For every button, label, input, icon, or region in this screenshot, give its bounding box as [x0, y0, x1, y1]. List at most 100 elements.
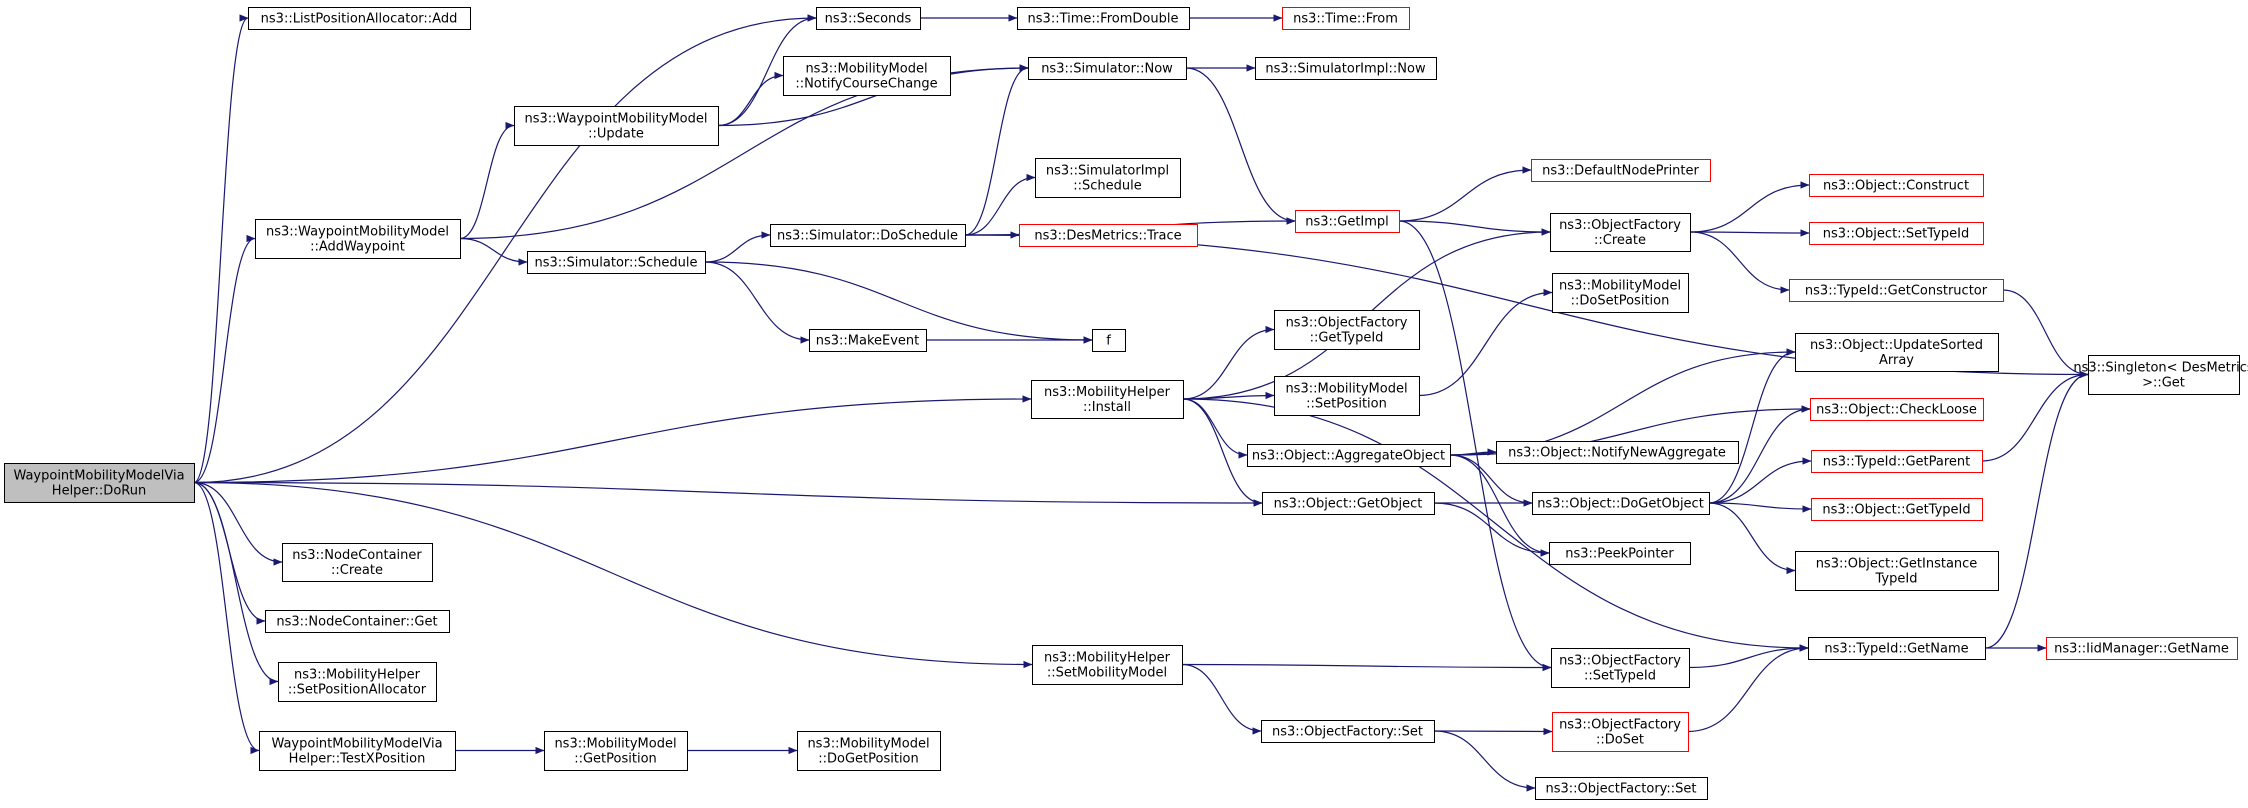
node-box	[1810, 398, 1984, 421]
node-label-line: ns3::MobilityModel	[805, 62, 927, 77]
node-box	[809, 329, 927, 352]
node-singleton-get[interactable]: ns3::Singleton< DesMetrics >::Get	[2073, 355, 2248, 395]
node-testx[interactable]: WaypointMobilityModelViaHelper::TestXPos…	[259, 731, 456, 771]
node-typeid-getparent[interactable]: ns3::TypeId::GetParent	[1811, 450, 1983, 473]
node-mm-getposition[interactable]: ns3::MobilityModel::GetPosition	[544, 731, 688, 771]
node-label-line: ns3::Object::GetTypeId	[1822, 503, 1970, 518]
node-wmm-update[interactable]: ns3::WaypointMobilityModel::Update	[514, 106, 719, 146]
node-label-line: ns3::TypeId::GetName	[1824, 642, 1968, 657]
node-label-line: ns3::Object::Construct	[1823, 179, 1969, 194]
node-of-settypeid[interactable]: ns3::ObjectFactory::SetTypeId	[1551, 648, 1690, 688]
node-obj-checkloose[interactable]: ns3::Object::CheckLoose	[1810, 398, 1984, 421]
node-label-line: ns3::MobilityHelper	[1044, 385, 1171, 400]
node-sim-schedule[interactable]: ns3::Simulator::Schedule	[527, 251, 706, 274]
edge-obj_aggregate-to-obj_updatesorted	[1449, 348, 1796, 456]
edge-line	[1708, 348, 1796, 504]
edge-obj_dogetobject-to-obj_gettypeid	[1708, 502, 1812, 513]
node-obj-getobject[interactable]: ns3::Object::GetObject	[1262, 492, 1435, 515]
node-label-line: ns3::Simulator::DoSchedule	[777, 229, 958, 244]
node-mm-notify[interactable]: ns3::MobilityModel::NotifyCourseChange	[783, 56, 951, 96]
node-lpa-add[interactable]: ns3::ListPositionAllocator::Add	[248, 7, 471, 30]
edge-getimpl-to-defaultnodeprinter	[1398, 166, 1532, 222]
edge-getimpl-to-of_create	[1398, 220, 1551, 236]
edge-obj_dogetobject-to-obj_getinstancetypeid	[1708, 502, 1796, 575]
edge-line	[1182, 325, 1275, 400]
node-label-line: ns3::ObjectFactory::Set	[1272, 725, 1423, 740]
node-nc-create[interactable]: ns3::NodeContainer::Create	[282, 543, 433, 582]
edge-line	[193, 481, 260, 755]
node-label-line: ns3::PeekPointer	[1565, 547, 1674, 562]
edge-line	[964, 173, 1036, 236]
node-of-create[interactable]: ns3::ObjectFactory::Create	[1550, 213, 1691, 252]
node-mh-install[interactable]: ns3::MobilityHelper::Install	[1031, 380, 1184, 419]
edge-wmm_addwaypoint-to-sim_schedule	[459, 237, 528, 266]
node-label-line: ns3::MobilityModel	[554, 737, 676, 752]
node-mh-setmobmodel[interactable]: ns3::MobilityHelper::SetMobilityModel	[1032, 645, 1183, 685]
node-typeid-getconstructor[interactable]: ns3::TypeId::GetConstructor	[1789, 279, 2004, 302]
edge-of_settypeid-to-typeid_getname	[1688, 644, 1809, 669]
node-defaultnodeprinter[interactable]: ns3::DefaultNodePrinter	[1531, 159, 1711, 182]
node-box	[514, 106, 719, 146]
node-box	[1028, 57, 1187, 80]
edge-sim_doschedule-to-sim_now	[964, 64, 1029, 236]
node-box	[1262, 492, 1435, 515]
node-wmm-addwaypoint[interactable]: ns3::WaypointMobilityModel::AddWaypoint	[255, 219, 461, 259]
node-nc-get[interactable]: ns3::NodeContainer::Get	[265, 610, 450, 633]
node-obj-notifynewagg[interactable]: ns3::Object::NotifyNewAggregate	[1496, 441, 1739, 464]
edge-sim_schedule-to-makeevent	[704, 261, 810, 344]
node-mm-dosetposition[interactable]: ns3::MobilityModel::DoSetPosition	[1552, 273, 1689, 313]
edge-of_doset-to-typeid_getname	[1687, 644, 1809, 733]
edge-line	[704, 261, 1093, 344]
node-mm-dogetposition[interactable]: ns3::MobilityModel::DoGetPosition	[797, 731, 941, 771]
edge-line	[1182, 398, 1248, 459]
edge-root-to-seconds	[193, 14, 817, 484]
node-of-set2[interactable]: ns3::ObjectFactory::Set	[1535, 777, 1708, 800]
node-makeevent[interactable]: ns3::MakeEvent	[809, 329, 927, 352]
node-mh-setposalloc[interactable]: ns3::MobilityHelper::SetPositionAllocato…	[278, 662, 437, 702]
edge-line	[1398, 220, 1551, 236]
node-desmetrics-trace[interactable]: ns3::DesMetrics::Trace	[1019, 224, 1198, 247]
edge-typeid_getconstructor-to-singleton_get	[2002, 289, 2089, 379]
node-obj-gettypeid[interactable]: ns3::Object::GetTypeId	[1811, 498, 1983, 521]
edge-root-to-nc_create	[193, 481, 283, 566]
node-sim-doschedule[interactable]: ns3::Simulator::DoSchedule	[770, 224, 966, 247]
node-box	[1255, 57, 1437, 80]
node-of-set[interactable]: ns3::ObjectFactory::Set	[1261, 720, 1435, 743]
node-typeid-getname[interactable]: ns3::TypeId::GetName	[1808, 637, 1986, 660]
node-label-line: ns3::Object::UpdateSorted	[1810, 338, 1983, 353]
node-seconds[interactable]: ns3::Seconds	[816, 7, 921, 30]
node-f[interactable]: f	[1092, 329, 1126, 352]
node-iidmanager-getname[interactable]: ns3::IidManager::GetName	[2046, 637, 2238, 660]
node-box	[259, 731, 456, 771]
edge-sim_schedule-to-sim_doschedule	[704, 231, 771, 263]
node-of-doset[interactable]: ns3::ObjectFactory::DoSet	[1552, 712, 1689, 752]
node-obj-construct[interactable]: ns3::Object::Construct	[1809, 174, 1984, 197]
node-obj-settypeid[interactable]: ns3::Object::SetTypeId	[1809, 222, 1984, 245]
node-sim-now[interactable]: ns3::Simulator::Now	[1028, 57, 1187, 80]
node-label-line: ::Create	[331, 563, 383, 578]
node-obj-dogetobject[interactable]: ns3::Object::DoGetObject	[1532, 492, 1710, 515]
node-time-fromdouble[interactable]: ns3::Time::FromDouble	[1017, 7, 1190, 30]
node-simimpl-schedule[interactable]: ns3::SimulatorImpl::Schedule	[1035, 158, 1181, 198]
node-time-from[interactable]: ns3::Time::From	[1282, 7, 1410, 30]
edge-line	[1182, 398, 1809, 652]
node-box	[1811, 450, 1983, 473]
node-box	[1809, 174, 1984, 197]
edge-line	[1449, 454, 1550, 557]
node-obj-aggregate[interactable]: ns3::Object::AggregateObject	[1247, 444, 1451, 467]
node-of-gettypeid[interactable]: ns3::ObjectFactory::GetTypeId	[1274, 310, 1420, 350]
node-peekpointer[interactable]: ns3::PeekPointer	[1549, 542, 1691, 565]
node-simimpl-now[interactable]: ns3::SimulatorImpl::Now	[1255, 57, 1437, 80]
edge-line	[1984, 370, 2089, 649]
node-label-line: WaypointMobilityModelVia	[271, 737, 442, 752]
node-box	[1035, 158, 1181, 198]
edge-root-to-lpa_add	[193, 14, 249, 484]
node-label-line: f	[1106, 334, 1111, 349]
node-mm-setposition[interactable]: ns3::MobilityModel::SetPosition	[1274, 376, 1420, 416]
node-getimpl[interactable]: ns3::GetImpl	[1295, 210, 1400, 233]
node-box	[278, 662, 437, 702]
